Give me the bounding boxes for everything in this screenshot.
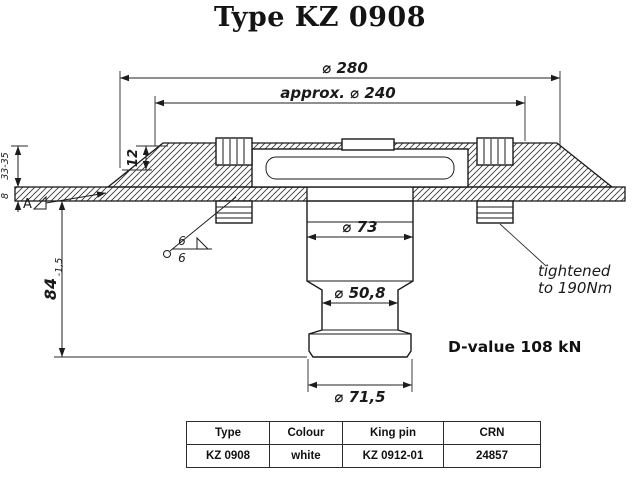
header-colour: Colour — [269, 421, 343, 445]
spec-table-value-row: KZ 0908 white KZ 0912-01 24857 — [186, 444, 541, 468]
left-bolt-head — [215, 137, 253, 166]
datum-a-label: A — [23, 197, 32, 212]
value-type: KZ 0908 — [186, 444, 270, 468]
header-crn: CRN — [443, 421, 541, 445]
dimension-8: 8 — [0, 176, 22, 212]
dimension-diameter-240: approx. ⌀ 240 — [154, 84, 526, 146]
right-bolt-head — [476, 137, 514, 166]
spec-table: Type Colour King pin CRN KZ 0908 white K… — [186, 421, 541, 468]
dimension-diameter-73: ⌀ 73 — [307, 218, 413, 241]
weld-size-bottom: 6 — [178, 251, 186, 265]
value-king-pin: KZ 0912-01 — [342, 444, 444, 468]
dim-280-label: ⌀ 280 — [322, 59, 368, 77]
datum-a: A — [23, 191, 107, 212]
trailer-deck-plate — [14, 186, 626, 202]
torque-note-line2: to 190Nm — [538, 279, 612, 297]
torque-note-line1: tightened — [538, 262, 611, 280]
dimension-33-35: 33-35 — [0, 145, 28, 187]
dim-240-label: approx. ⌀ 240 — [280, 84, 395, 102]
torque-note: tightened to 190Nm — [499, 223, 612, 297]
value-colour: white — [269, 444, 343, 468]
dim-71-5-label: ⌀ 71,5 — [334, 388, 385, 406]
bearing-plate — [106, 138, 614, 188]
left-nut — [215, 200, 253, 224]
weld-circle-icon — [163, 250, 171, 258]
dim-84-label: 84 — [41, 278, 60, 300]
spec-table-header-row: Type Colour King pin CRN — [186, 421, 541, 445]
value-crn: 24857 — [443, 444, 541, 468]
header-king-pin: King pin — [342, 421, 444, 445]
dim-50-8-label: ⌀ 50,8 — [334, 284, 385, 302]
dimension-diameter-280: ⌀ 280 — [119, 59, 561, 168]
dim-84-tolerance: -1,5 — [54, 258, 65, 277]
weld-fillet-triangle-icon — [196, 236, 210, 250]
dim-12-label: 12 — [126, 149, 141, 167]
dimension-diameter-50-8: ⌀ 50,8 — [322, 284, 398, 307]
kingpin-top-plate — [251, 148, 469, 188]
d-value-label: D-value 108 kN — [448, 338, 581, 356]
weld-size-top: 6 — [178, 234, 186, 248]
dimension-diameter-71-5: ⌀ 71,5 — [307, 359, 413, 406]
center-boss — [341, 138, 395, 151]
right-nut — [476, 200, 514, 224]
header-type: Type — [186, 421, 270, 445]
dimension-84: 84 -1,5 — [41, 201, 307, 358]
top-plate-pocket — [265, 156, 455, 180]
dimension-12: 12 — [122, 145, 168, 171]
dim-73-label: ⌀ 73 — [342, 218, 377, 236]
dim-33-35-label: 33-35 — [0, 152, 11, 180]
weld-symbol: 6 6 — [163, 196, 237, 265]
page-title: Type KZ 0908 — [214, 2, 426, 33]
dim-8-label: 8 — [0, 193, 11, 199]
